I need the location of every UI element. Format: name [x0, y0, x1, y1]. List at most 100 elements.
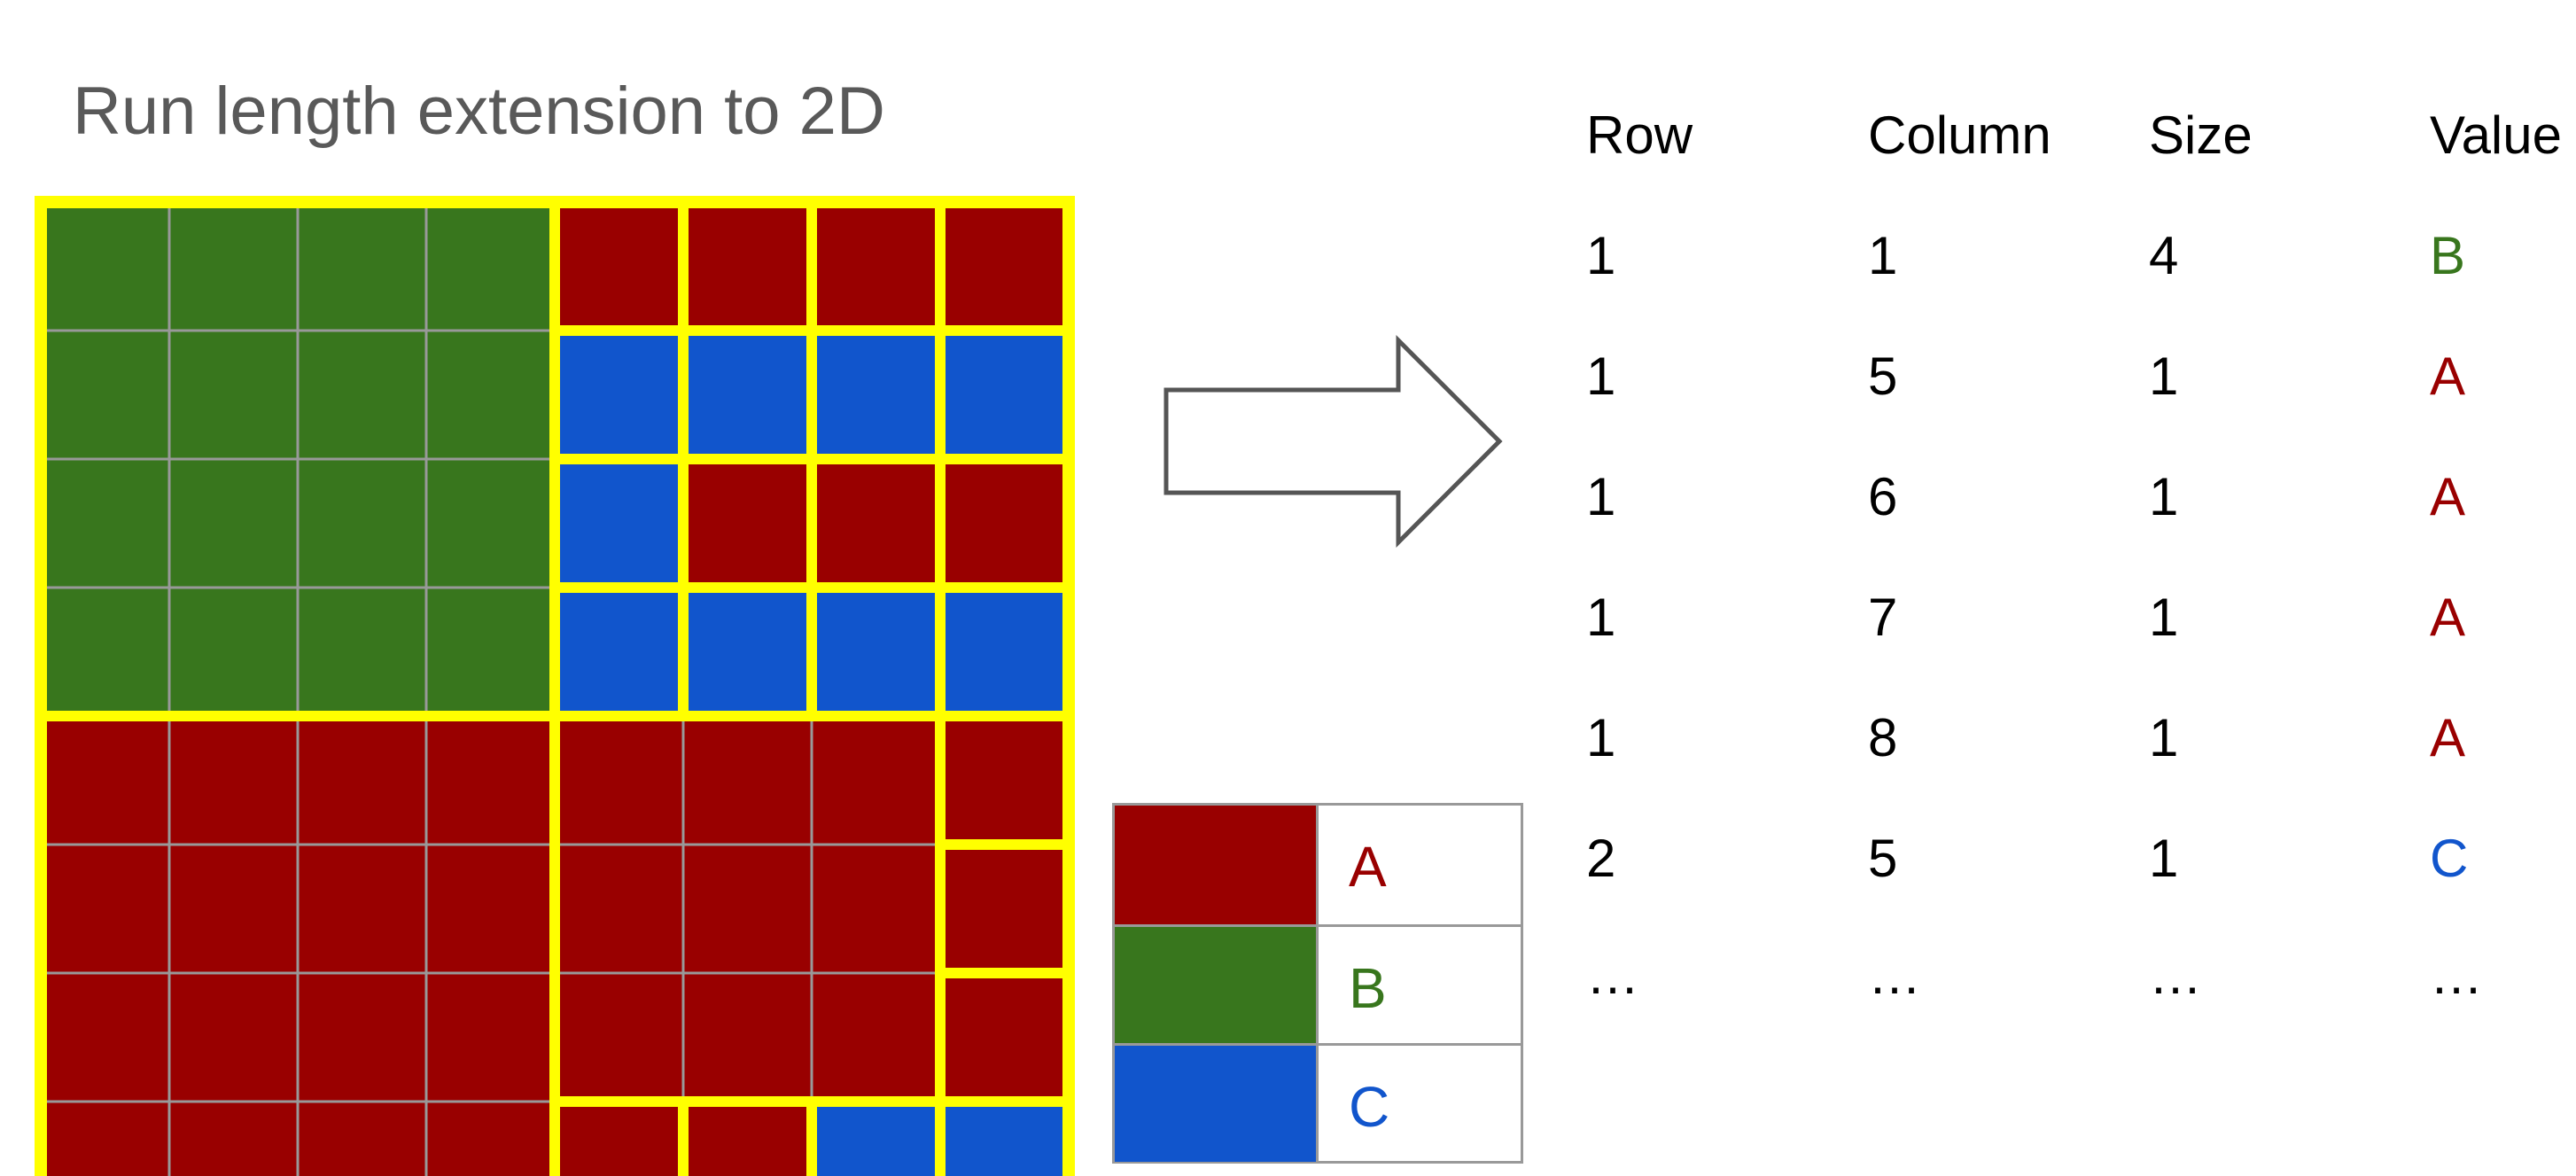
grid-cell [298, 716, 426, 845]
table-cell: A [2430, 708, 2466, 767]
table-cell: 1 [2149, 347, 2179, 406]
page-title: Run length extension to 2D [73, 74, 885, 149]
grid-cell [683, 331, 812, 459]
grid-cell [298, 845, 426, 973]
grid-cell [812, 459, 940, 588]
table-cell: A [2430, 347, 2466, 406]
table-cell: 1 [2149, 588, 2179, 647]
grid-cell [169, 716, 298, 845]
grid-cell [426, 588, 555, 716]
table-cell: 1 [2149, 708, 2179, 767]
grid-cell [555, 1102, 683, 1176]
table-cell: 5 [1868, 347, 1898, 406]
table-cell: 7 [1868, 588, 1898, 647]
legend-swatch-c [1115, 1046, 1319, 1162]
grid-cell [426, 716, 555, 845]
table-header-value: Value [2430, 105, 2563, 165]
grid-cell [41, 973, 169, 1102]
grid-cell [169, 588, 298, 716]
table-cell: … [2430, 946, 2483, 1005]
legend: A B C [1112, 803, 1523, 1164]
grid-cell [812, 331, 940, 459]
grid-cell [41, 459, 169, 588]
table-header-row: Row [1586, 105, 1693, 165]
table-cell: 8 [1868, 708, 1898, 767]
table-cell: 1 [1586, 708, 1616, 767]
grid-cell [41, 588, 169, 716]
grid-cell [298, 973, 426, 1102]
table-header-size: Size [2149, 105, 2253, 165]
grid-cell [683, 973, 812, 1102]
grid-cell [940, 588, 1069, 716]
grid-cell [812, 202, 940, 331]
grid-cell [298, 588, 426, 716]
grid-cell [555, 716, 683, 845]
table-cell: … [1868, 946, 1921, 1005]
table-cell: 5 [1868, 829, 1898, 888]
arrow-right-icon [1163, 334, 1503, 549]
grid-cell [169, 1102, 298, 1176]
grid-cell [41, 202, 169, 331]
grid-cell [41, 845, 169, 973]
grid-cell [812, 716, 940, 845]
grid-cell [940, 716, 1069, 845]
grid-cell [555, 973, 683, 1102]
grid-cell [169, 845, 298, 973]
legend-label-a: A [1349, 835, 1387, 899]
table-cell: 1 [1586, 347, 1616, 406]
legend-swatch-b [1115, 927, 1319, 1043]
legend-item-a: A [1115, 806, 1521, 924]
grid-cell [555, 202, 683, 331]
grid-cell [940, 845, 1069, 973]
grid-cell [169, 331, 298, 459]
table-cell: 2 [1586, 829, 1616, 888]
grid-cell [169, 973, 298, 1102]
grid-cell [426, 331, 555, 459]
grid-cell [683, 202, 812, 331]
table-cell: 1 [2149, 467, 2179, 526]
grid-cell [426, 1102, 555, 1176]
grid-cell [812, 1102, 940, 1176]
table-cell: 1 [1586, 588, 1616, 647]
table-cell: 1 [2149, 829, 2179, 888]
grid-cell [298, 331, 426, 459]
block-outlines [35, 196, 1075, 1176]
grid-cell [683, 588, 812, 716]
grid-cell [41, 1102, 169, 1176]
table-header-column: Column [1868, 105, 2051, 165]
table-cell: 1 [1868, 226, 1898, 285]
table-cell: … [1586, 946, 1639, 1005]
grid-cell [426, 973, 555, 1102]
grid-cell [169, 459, 298, 588]
grid-cell [555, 588, 683, 716]
grid-cell [812, 588, 940, 716]
grid-cell [940, 973, 1069, 1102]
grid-cell [940, 1102, 1069, 1176]
grid-cell [426, 202, 555, 331]
table-cell: A [2430, 588, 2466, 647]
table-cell: B [2430, 226, 2466, 285]
table-cell: 4 [2149, 226, 2179, 285]
grid-cell [555, 845, 683, 973]
grid-cell [298, 202, 426, 331]
legend-item-c: C [1115, 1043, 1521, 1162]
legend-item-b: B [1115, 924, 1521, 1043]
legend-label-c: C [1349, 1075, 1390, 1139]
table-cell: A [2430, 467, 2466, 526]
legend-label-b: B [1349, 956, 1387, 1020]
grid-cell [683, 459, 812, 588]
legend-swatch-a [1115, 806, 1319, 924]
grid-cell [298, 459, 426, 588]
grid-cell [555, 459, 683, 588]
grid-cell [169, 202, 298, 331]
grid-cell [426, 459, 555, 588]
grid-cell [683, 716, 812, 845]
table-cell: C [2430, 829, 2469, 888]
grid-cell [940, 331, 1069, 459]
grid-cell [940, 459, 1069, 588]
table-cell: 1 [1586, 226, 1616, 285]
grid-cell [555, 331, 683, 459]
grid-cell [940, 202, 1069, 331]
grid-cell [41, 716, 169, 845]
